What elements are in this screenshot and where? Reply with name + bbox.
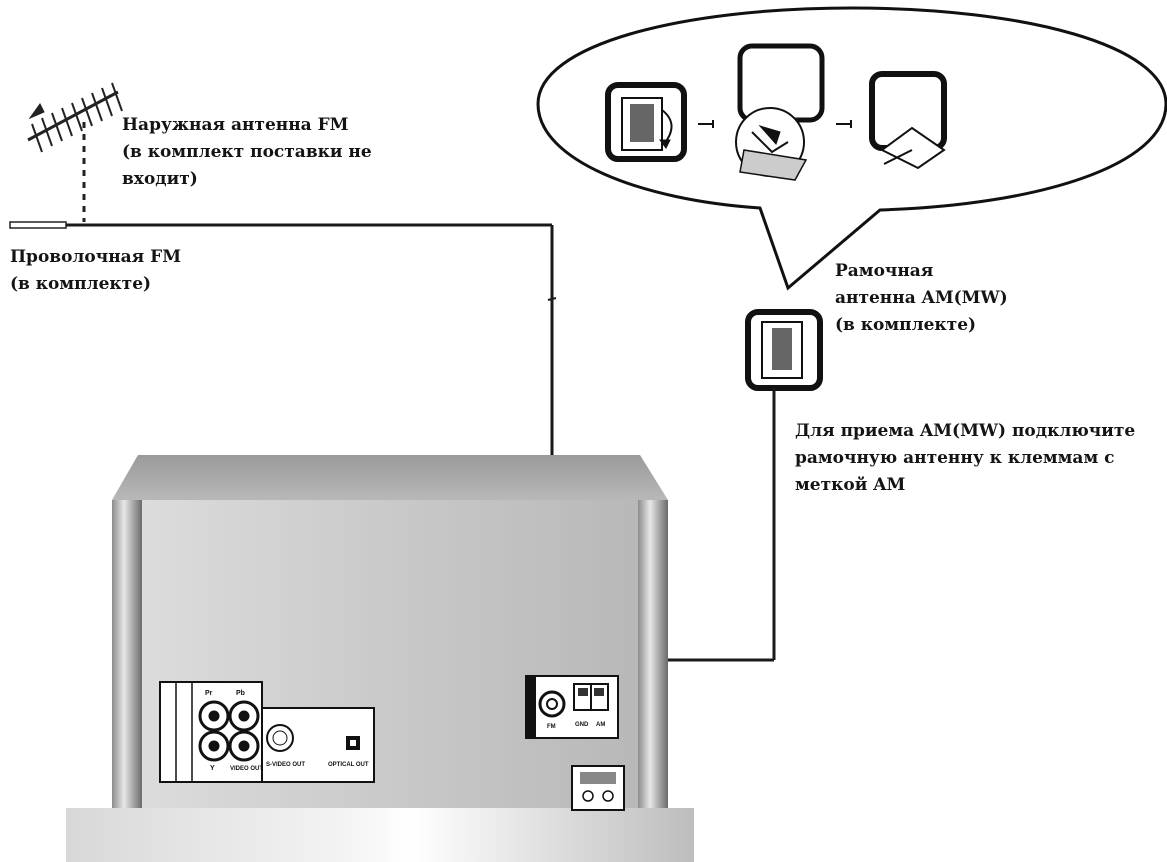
label-line: Наружная антенна FM bbox=[122, 115, 349, 135]
jack-label-am: AM bbox=[596, 722, 605, 728]
power-socket-icon bbox=[571, 765, 625, 811]
am-assembly-bubble bbox=[536, 6, 1167, 291]
label-line: меткой AM bbox=[795, 475, 906, 496]
label-line: Для приема AM(MW) подключите bbox=[795, 421, 1136, 441]
label-line: входит) bbox=[122, 169, 198, 190]
wire-fm-antenna-label: Проволочная FM (в комплекте) bbox=[10, 244, 181, 298]
am-loop-step2-icon bbox=[735, 43, 825, 181]
am-loop-step1-icon bbox=[605, 82, 687, 162]
label-line: антенна AM(MW) bbox=[835, 288, 1008, 309]
jack-label-pb: Pb bbox=[236, 690, 245, 697]
am-loop-step3-icon bbox=[869, 71, 947, 170]
outdoor-fm-antenna-label: Наружная антенна FM (в комплект поставки… bbox=[122, 112, 372, 194]
label-line: (в комплекте) bbox=[835, 315, 977, 336]
am-loop-antenna-icon bbox=[584, 309, 823, 690]
jack-label-video-out: VIDEO OUT bbox=[230, 766, 263, 772]
label-line: (в комплекте) bbox=[10, 274, 152, 295]
device-rear-panel: Pr Pb Y VIDEO OUT S-VIDEO OUT OPTICAL OU… bbox=[66, 455, 694, 862]
label-line: Проволочная FM bbox=[10, 247, 182, 267]
am-connection-note: Для приема AM(MW) подключите рамочную ан… bbox=[795, 418, 1135, 500]
video-output-panel bbox=[159, 681, 375, 783]
label-line: рамочную антенну к клеммам с bbox=[795, 448, 1115, 469]
antenna-terminal-panel bbox=[525, 675, 619, 739]
jack-label-pr: Pr bbox=[205, 690, 213, 697]
jack-label-y: Y bbox=[210, 765, 215, 772]
jack-label-svideo-out: S-VIDEO OUT bbox=[266, 762, 305, 768]
label-line: (в комплект поставки не bbox=[122, 142, 372, 163]
outdoor-fm-antenna-icon bbox=[27, 82, 123, 222]
jack-label-fm: FM bbox=[547, 724, 556, 730]
jack-label-gnd: GND bbox=[575, 722, 589, 728]
jack-label-optical-out: OPTICAL OUT bbox=[328, 762, 369, 768]
am-loop-antenna-label: Рамочная антенна AM(MW) (в комплекте) bbox=[835, 258, 1008, 340]
label-line: Рамочная bbox=[835, 261, 934, 281]
